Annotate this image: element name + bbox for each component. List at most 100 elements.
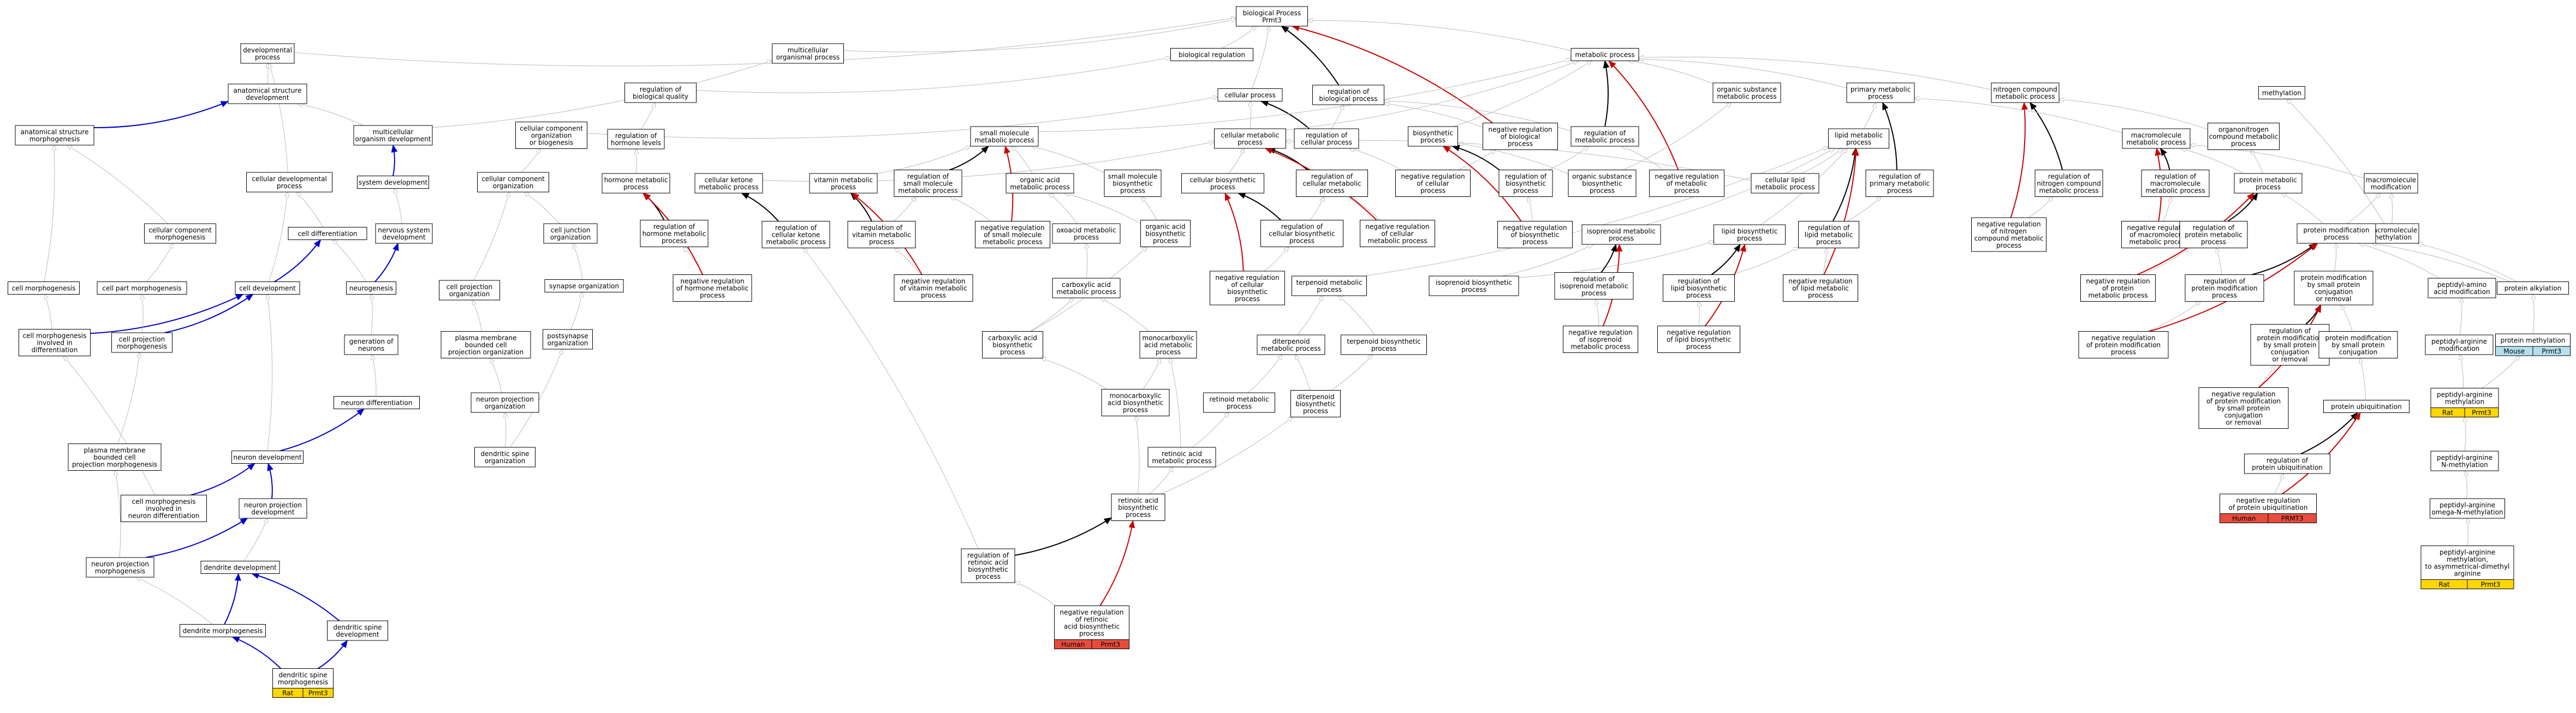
go-term-cellpartmorph[interactable]: cell part morphogenesis bbox=[97, 281, 187, 295]
go-term-synorg[interactable]: synapse organization bbox=[544, 279, 624, 292]
go-term-celldiff[interactable]: cell differentiation bbox=[288, 227, 367, 240]
go-term-sysdev[interactable]: system development bbox=[357, 176, 429, 189]
go-term-metab[interactable]: metabolic process bbox=[1570, 48, 1639, 61]
go-term-cellmorph[interactable]: cell morphogenesis bbox=[8, 281, 80, 295]
go-term-methyl[interactable]: methylation bbox=[2258, 86, 2305, 99]
go-term-protalk[interactable]: protein alkylation bbox=[2497, 281, 2569, 295]
go-term-dendmorph[interactable]: dendrite morphogenesis bbox=[180, 624, 266, 637]
go-term-neurdiff[interactable]: neuron differentiation bbox=[334, 396, 420, 409]
go-term-celldev[interactable]: cell development bbox=[235, 281, 300, 295]
